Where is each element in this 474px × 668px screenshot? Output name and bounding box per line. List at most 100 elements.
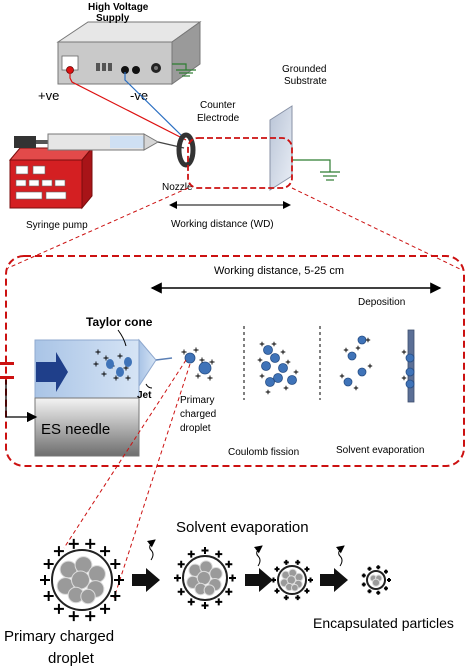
sequence-arrow-icon [320, 568, 348, 592]
charge-plus-icon [283, 595, 289, 601]
charge-plus-icon [295, 595, 301, 601]
charge-plus-icon [117, 353, 123, 359]
zoomed-process-box [5, 255, 465, 467]
zoom-line-left [7, 187, 189, 269]
charge-plus-icon [103, 355, 109, 361]
charge-plus-icon [201, 602, 209, 609]
charge-plus-icon [85, 611, 96, 622]
charge-plus-icon [355, 345, 361, 351]
substrate-ground-symbol [292, 159, 340, 181]
sequence-arrow-icon [132, 568, 160, 592]
charge-plus-icon [265, 389, 271, 395]
coulomb-fission-label: Coulomb fission [228, 447, 299, 458]
charge-plus-icon [215, 598, 223, 606]
solvent-evaporation-stage-label: Solvent evaporation [336, 445, 424, 456]
solvent-evaporation-title: Solvent evaporation [176, 519, 309, 536]
charge-plus-icon [95, 349, 101, 355]
charge-plus-icon [53, 546, 64, 557]
vapor-arrow-icon [254, 545, 263, 567]
grounded-substrate [269, 105, 293, 191]
charge-plus-icon [101, 371, 107, 377]
charged-droplet [357, 335, 367, 345]
charge-plus-icon [367, 566, 372, 571]
charge-plus-icon [283, 385, 289, 391]
charge-plus-icon [110, 558, 121, 569]
charged-droplet [287, 375, 297, 385]
encapsulated-particle [196, 570, 211, 586]
jet-pointer [145, 383, 153, 389]
primary-bottom-label-line2: droplet [48, 650, 95, 667]
charged-droplet-particle [174, 547, 236, 609]
charge-plus-icon [339, 373, 345, 379]
charge-plus-icon [304, 566, 310, 572]
charged-droplet [184, 352, 196, 364]
charge-plus-icon [43, 558, 54, 569]
zoom2-line-left [63, 359, 187, 549]
charge-plus-icon [181, 349, 187, 355]
charge-plus-icon [361, 573, 366, 578]
charge-plus-icon [114, 575, 124, 585]
supply-ground-symbol [172, 63, 196, 77]
counter-electrode-label-line1: Counter [200, 100, 236, 111]
charge-plus-icon [177, 560, 185, 568]
charged-droplet-particle [271, 559, 313, 601]
charge-plus-icon [207, 375, 213, 381]
cone-droplet [106, 359, 114, 369]
charge-plus-icon [215, 550, 223, 558]
counter-electrode-label-line2: Electrode [197, 113, 240, 124]
charge-plus-icon [283, 559, 289, 565]
deposited-particles [401, 349, 415, 389]
encapsulated-particle [71, 570, 90, 590]
charge-plus-icon [201, 547, 209, 554]
charged-droplet [263, 345, 273, 355]
charge-plus-icon [295, 559, 301, 565]
deposition-label: Deposition [358, 297, 405, 308]
charge-plus-icon [187, 550, 195, 558]
wd-label: Working distance (WD) [171, 219, 274, 230]
charge-plus-icon [100, 603, 111, 614]
charge-plus-icon [401, 349, 407, 355]
charge-plus-icon [43, 591, 54, 602]
charge-plus-icon [187, 598, 195, 606]
electrode-connection-symbol [0, 362, 38, 423]
charged-droplet [343, 377, 353, 387]
charge-plus-icon [293, 369, 299, 375]
primary-label-line2: charged [180, 409, 216, 420]
hv-supply-label-line2: Supply [96, 13, 130, 24]
charge-plus-icon [259, 341, 265, 347]
spray-region-box [187, 137, 293, 189]
charged-droplet [347, 351, 357, 361]
charged-droplet [405, 353, 415, 363]
syringe-pump-label: Syringe pump [26, 220, 88, 231]
nozzle-label: Nozzle [162, 182, 193, 193]
zoom-line-right [291, 187, 463, 271]
vapor-arrow-icon [147, 539, 156, 561]
charge-plus-icon [40, 575, 50, 585]
evaporation-sequence [40, 538, 391, 622]
charged-droplet-particle [361, 565, 391, 595]
charge-plus-icon [259, 373, 265, 379]
primary-droplet-stage [181, 347, 215, 381]
taylor-cone-pointer [117, 329, 127, 347]
encapsulated-particle [209, 566, 223, 581]
positive-terminal-label: +ve [38, 88, 59, 103]
counter-electrode [176, 132, 196, 168]
charged-droplet [198, 361, 212, 375]
charge-plus-icon [225, 560, 233, 568]
primary-label-line3: droplet [180, 423, 211, 434]
charged-droplet [261, 361, 271, 371]
taylor-cone-charges [93, 349, 132, 381]
charge-plus-icon [387, 578, 391, 582]
charge-plus-icon [174, 574, 181, 582]
charged-droplet [273, 373, 283, 383]
encapsulated-particle [88, 565, 106, 583]
charge-plus-icon [209, 359, 215, 365]
charge-plus-icon [229, 574, 236, 582]
wd-range-label: Working distance, 5-25 cm [214, 265, 344, 277]
syringe-pump [8, 146, 94, 210]
deposition-plate [407, 329, 415, 403]
grounded-label-line2: Substrate [284, 76, 327, 87]
encapsulated-particles-label: Encapsulated particles [313, 615, 454, 631]
encapsulated-particle [290, 583, 299, 592]
charge-plus-icon [193, 347, 199, 353]
